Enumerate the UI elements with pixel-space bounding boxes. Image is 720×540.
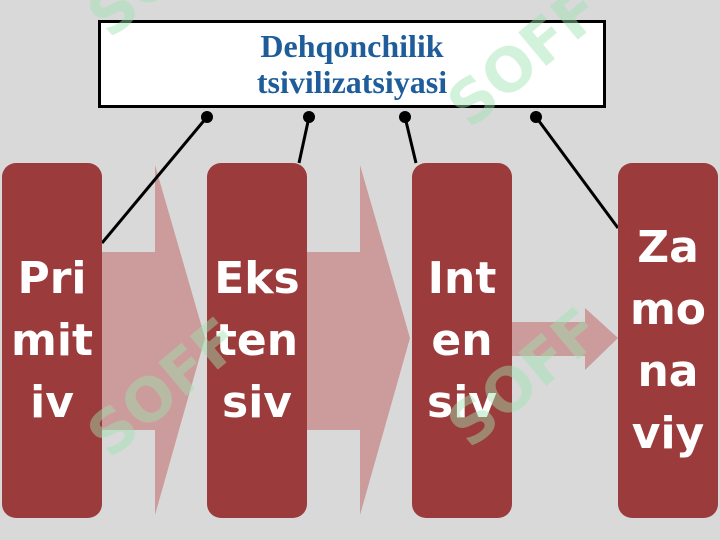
stage-box-primitive: Pri mit iv: [2, 163, 102, 518]
connector-line-1: [100, 116, 209, 244]
connector-dot-2: [303, 111, 315, 123]
connector-dot-1: [201, 111, 213, 123]
stage-box-extensive: Eks ten siv: [207, 163, 307, 518]
connector-dot-4: [530, 111, 542, 123]
arrow-intensive-to-modern: [512, 308, 618, 370]
connector-line-4: [534, 116, 620, 229]
stage-label-modern: Za mo na viy: [629, 221, 707, 459]
title-line-1: Dehqonchilik: [260, 28, 444, 64]
title-box: Dehqonchilik tsivilizatsiyasi: [98, 20, 606, 108]
title-line-2: tsivilizatsiyasi: [256, 64, 448, 100]
connector-line-3: [403, 116, 418, 164]
arrow-primitive-to-extensive: [100, 165, 205, 515]
stage-label-intensive: Int en siv: [427, 252, 497, 428]
connector-line-2: [297, 116, 311, 164]
stage-box-intensive: Int en siv: [412, 163, 512, 518]
arrow-extensive-to-intensive: [305, 165, 410, 515]
stage-label-extensive: Eks ten siv: [214, 252, 300, 428]
connector-dot-3: [399, 111, 411, 123]
stage-box-modern: Za mo na viy: [618, 163, 718, 518]
stage-label-primitive: Pri mit iv: [11, 252, 93, 428]
